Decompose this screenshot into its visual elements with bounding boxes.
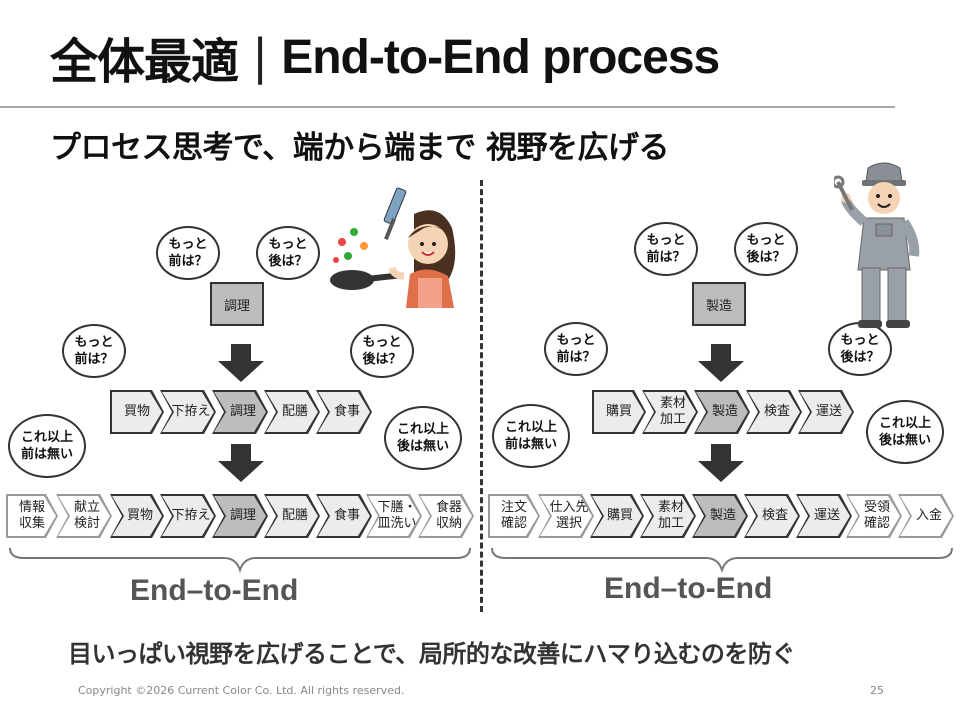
step-left-mid-2: 下拵え (160, 390, 216, 434)
bubble-before-top-left: もっと 前は？ (156, 226, 220, 280)
end-to-end-label-left: End–to-End (130, 574, 299, 607)
step-right-mid-5: 運送 (798, 390, 854, 434)
step-left-full-9: 食器 収納 (418, 494, 474, 538)
slide-subtitle: プロセス思考で、端から端まで 視野を広げる (50, 130, 670, 166)
end-to-end-label-right: End–to-End (604, 572, 773, 605)
title-en: End-to-End process (281, 30, 720, 84)
center-divider (480, 180, 483, 612)
step-right-full-2: 仕入先 選択 (538, 494, 594, 538)
page-number: 25 (870, 684, 884, 697)
focus-step-right-label: 製造 (694, 284, 744, 324)
focus-step-right: 製造 (692, 282, 746, 326)
cooking-woman-illustration (330, 187, 456, 308)
bubble-no-after-right: これ以上 後は無い (866, 400, 944, 464)
step-right-full-8: 受領 確認 (846, 494, 902, 538)
bubble-before-mid-right: もっと 前は？ (544, 322, 608, 376)
step-right-mid-2: 素材 加工 (642, 390, 698, 434)
step-left-mid-1: 買物 (110, 390, 164, 434)
bubble-after-mid-left: もっと 後は？ (350, 324, 414, 378)
title-rule (0, 106, 895, 108)
bubble-no-after-left: これ以上 後は無い (384, 406, 462, 470)
slide-title: 全体最適 | End-to-End process (50, 22, 720, 92)
step-left-mid-4: 配膳 (264, 390, 320, 434)
step-right-full-1: 注文 確認 (488, 494, 540, 538)
step-left-full-8: 下膳・ 皿洗い (366, 494, 422, 538)
focus-step-left-label: 調理 (212, 284, 262, 324)
focus-step-left: 調理 (210, 282, 264, 326)
step-left-full-2: 献立 検討 (56, 494, 112, 538)
down-arrow-icon (698, 444, 744, 482)
bubble-no-before-left: これ以上 前は無い (8, 414, 86, 478)
bubble-no-before-right: これ以上 前は無い (492, 404, 570, 468)
step-left-mid-3: 調理 (212, 390, 268, 434)
down-arrow-icon (218, 444, 264, 482)
step-left-full-1: 情報 収集 (6, 494, 58, 538)
bubble-after-top-left: もっと 後は？ (256, 226, 320, 280)
brace-right (491, 547, 953, 574)
step-right-mid-1: 購買 (592, 390, 646, 434)
step-left-mid-5: 食事 (316, 390, 372, 434)
step-right-full-4: 素材 加工 (640, 494, 696, 538)
brace-left (9, 547, 471, 574)
bubble-after-mid-right: もっと 後は？ (828, 322, 892, 376)
step-right-full-5: 製造 (692, 494, 748, 538)
step-left-full-5: 調理 (212, 494, 268, 538)
step-right-full-3: 購買 (590, 494, 644, 538)
bubble-before-top-right: もっと 前は？ (634, 222, 698, 276)
step-right-mid-4: 検査 (746, 390, 802, 434)
copyright: Copyright ©2026 Current Color Co. Ltd. A… (78, 684, 405, 697)
step-left-full-7: 食事 (316, 494, 372, 538)
bubble-after-top-right: もっと 後は？ (734, 222, 798, 276)
step-left-full-4: 下拵え (160, 494, 216, 538)
bubble-before-mid-left: もっと 前は？ (62, 324, 126, 378)
step-right-mid-3: 製造 (694, 390, 750, 434)
step-right-full-9: 入金 (898, 494, 954, 538)
step-left-full-3: 買物 (110, 494, 164, 538)
mechanic-worker-illustration (834, 162, 920, 328)
step-left-full-6: 配膳 (264, 494, 320, 538)
bottom-message: 目いっぱい視野を広げることで、局所的な改善にハマり込むのを防ぐ (68, 640, 795, 668)
down-arrow-icon (218, 344, 264, 382)
step-right-full-7: 運送 (796, 494, 852, 538)
down-arrow-icon (698, 344, 744, 382)
title-jp: 全体最適 (50, 34, 239, 90)
step-right-full-6: 検査 (744, 494, 800, 538)
title-separator: | (252, 29, 268, 85)
